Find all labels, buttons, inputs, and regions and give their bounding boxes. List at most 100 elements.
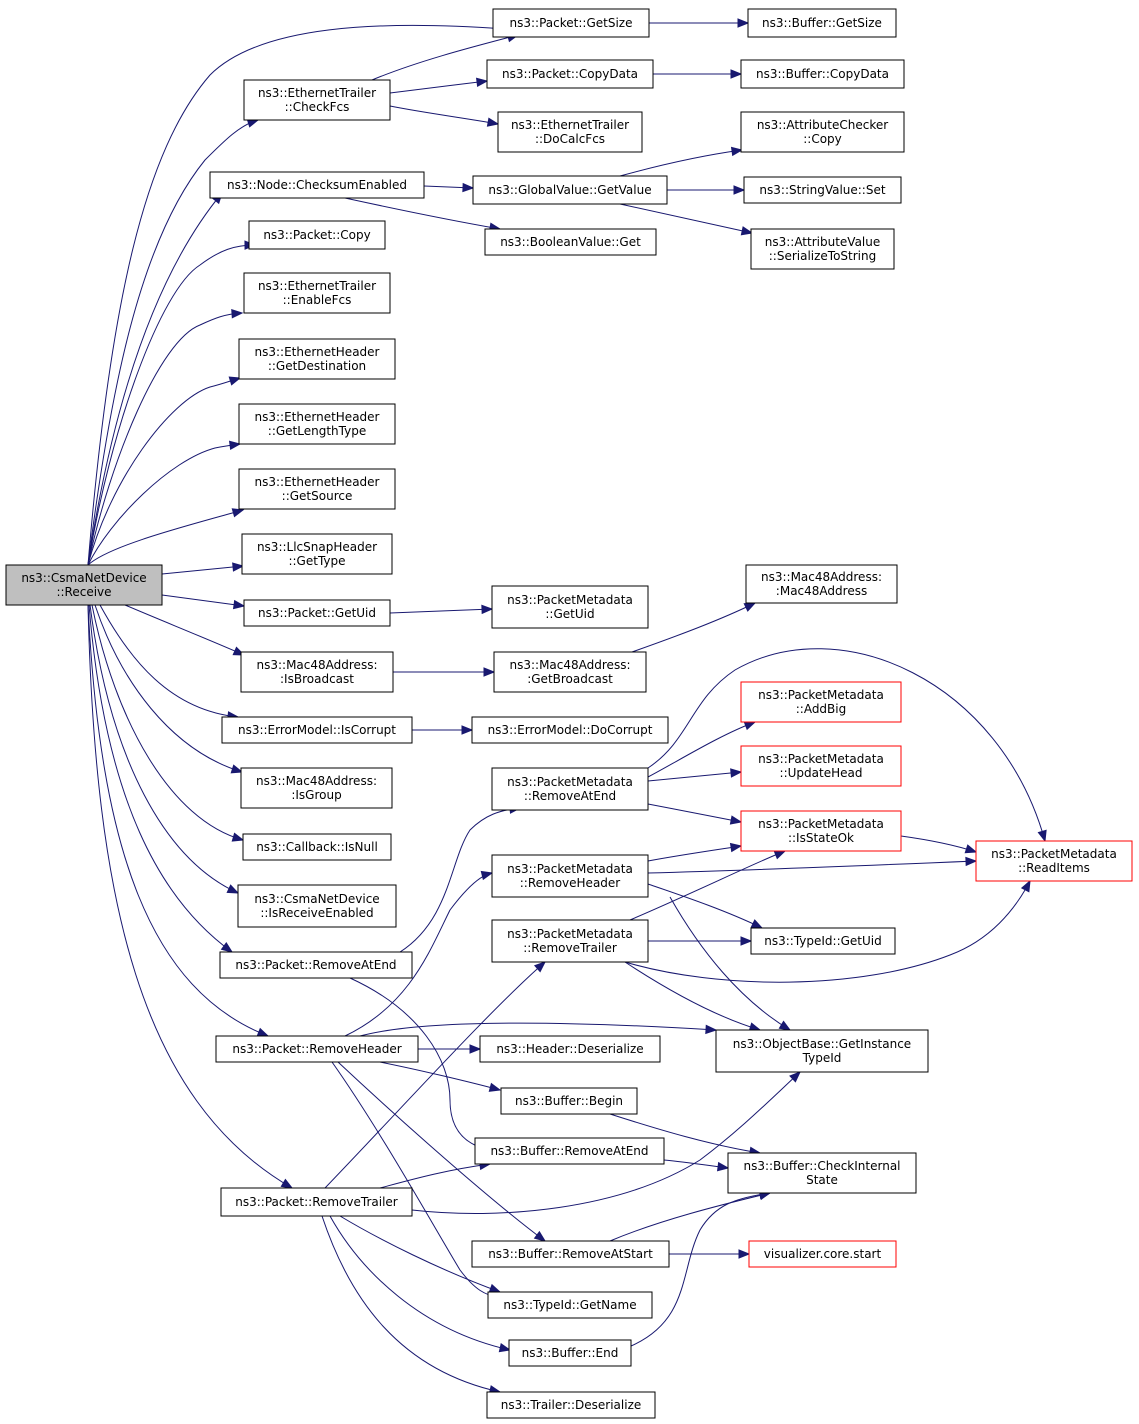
node-buf_begin[interactable]: ns3::Buffer::Begin	[500, 1087, 638, 1115]
node-pkt_getsize[interactable]: ns3::Packet::GetSize	[492, 8, 650, 38]
edge-pkt_getsize-to-buf_getsize	[649, 18, 750, 28]
node-buf_getsize[interactable]: ns3::Buffer::GetSize	[747, 8, 897, 38]
node-pm_isstateok[interactable]: ns3::PacketMetadata::IsStateOk	[740, 810, 902, 852]
node-pkt_copy[interactable]: ns3::Packet::Copy	[248, 220, 386, 250]
node-label-line: ns3::Packet::GetSize	[510, 16, 633, 30]
node-attrvalue_ser[interactable]: ns3::AttributeValue::SerializeToString	[750, 228, 895, 270]
node-box	[219, 951, 413, 979]
edge-line	[379, 1163, 491, 1189]
node-label-line: ns3::CsmaNetDevice	[254, 892, 379, 906]
node-label-line: ns3::Buffer::End	[522, 1346, 619, 1360]
node-ethh_getsrc[interactable]: ns3::EthernetHeader::GetSource	[238, 468, 396, 510]
node-box	[497, 111, 643, 153]
node-buf_end[interactable]: ns3::Buffer::End	[508, 1339, 632, 1367]
node-label-line: ns3::Mac48Address:	[257, 658, 378, 672]
edge-pkt_removetrailer-to-buf_end	[329, 1215, 512, 1353]
edge-line	[161, 594, 245, 607]
edge-root-to-llc_gettype	[161, 562, 245, 575]
node-viz_start[interactable]: visualizer.core.start	[748, 1240, 897, 1268]
node-pkt_removeatend[interactable]: ns3::Packet::RemoveAtEnd	[219, 951, 413, 979]
node-buf_removeatend[interactable]: ns3::Buffer::RemoveAtEnd	[474, 1137, 665, 1165]
edge-line	[609, 1192, 771, 1242]
edge-line	[647, 860, 977, 874]
node-llc_gettype[interactable]: ns3::LlcSnapHeader::GetType	[241, 533, 393, 575]
edge-line	[331, 1061, 501, 1299]
edge-pm_removeatend-to-pm_isstateok-arrowhead	[729, 815, 743, 825]
node-box	[492, 8, 650, 38]
node-mac48_isbcast[interactable]: ns3::Mac48Address::IsBroadcast	[240, 651, 394, 693]
node-pkt_getuid[interactable]: ns3::Packet::GetUid	[243, 599, 391, 627]
edge-pkt_removetrailer-to-buf_removeatend	[379, 1160, 492, 1189]
node-label-line: ns3::Mac48Address:	[510, 658, 631, 672]
node-pm_updatehead[interactable]: ns3::PacketMetadata::UpdateHead	[740, 745, 902, 787]
node-gv_getvalue[interactable]: ns3::GlobalValue::GetValue	[472, 175, 668, 205]
node-pm_removetrailer[interactable]: ns3::PacketMetadata::RemoveTrailer	[491, 919, 649, 963]
edge-line	[161, 565, 244, 575]
node-bool_get[interactable]: ns3::BooleanValue::Get	[484, 228, 657, 256]
node-label-line: ::GetDestination	[268, 359, 366, 373]
node-pm_removeatend[interactable]: ns3::PacketMetadata::RemoveAtEnd	[491, 767, 649, 811]
edge-line	[629, 850, 786, 921]
node-eth_checkfcs[interactable]: ns3::EthernetTrailer::CheckFcs	[243, 79, 391, 121]
node-mac48_getbcast[interactable]: ns3::Mac48Address::GetBroadcast	[493, 651, 647, 693]
node-box	[479, 1035, 661, 1063]
node-buf_removeatstart[interactable]: ns3::Buffer::RemoveAtStart	[471, 1240, 670, 1268]
node-pkt_removetrailer[interactable]: ns3::Packet::RemoveTrailer	[220, 1187, 413, 1217]
node-box	[740, 681, 902, 723]
node-box	[484, 228, 657, 256]
node-pm_readitems[interactable]: ns3::PacketMetadata::ReadItems	[975, 840, 1133, 882]
edge-line	[389, 80, 488, 94]
node-root[interactable]: ns3::CsmaNetDevice::Receive	[5, 564, 163, 606]
node-box	[238, 403, 396, 445]
node-em_docorrupt[interactable]: ns3::ErrorModel::DoCorrupt	[471, 716, 669, 744]
node-em_iscorrupt[interactable]: ns3::ErrorModel::IsCorrupt	[221, 716, 413, 744]
edge-eth_checkfcs-to-eth_docalcfcs-arrowhead	[486, 117, 500, 127]
edge-line	[669, 896, 791, 1031]
edge-pm_isstateok-to-pm_readitems-arrowhead	[964, 844, 978, 854]
edge-line	[87, 377, 241, 566]
edge-pm_removetrailer-to-pm_readitems-arrowhead	[1020, 879, 1031, 893]
node-pm_removeheader[interactable]: ns3::PacketMetadata::RemoveHeader	[491, 854, 649, 898]
node-node_checksum[interactable]: ns3::Node::ChecksumEnabled	[209, 171, 425, 199]
edge-pkt_removeheader-to-buf_removeatstart-arrowhead	[533, 1230, 547, 1242]
node-label-line: ::Copy	[803, 132, 842, 146]
edge-line	[379, 1061, 501, 1091]
node-attrchecker_copy[interactable]: ns3::AttributeChecker::Copy	[740, 111, 905, 153]
node-cb_isnull[interactable]: ns3::Callback::IsNull	[242, 833, 392, 861]
edge-pkt_removetrailer-to-ob_getinstance-arrowhead	[789, 1071, 801, 1083]
node-eth_docalcfcs[interactable]: ns3::EthernetTrailer::DoCalcFcs	[497, 111, 643, 153]
edge-line	[88, 604, 233, 953]
edge-root-to-mac48_isgroup	[94, 604, 244, 774]
node-label-line: ns3::Buffer::RemoveAtStart	[488, 1247, 653, 1261]
node-box	[743, 176, 902, 204]
edge-line	[344, 872, 493, 1037]
node-pm_getuid[interactable]: ns3::PacketMetadata::GetUid	[491, 585, 649, 629]
node-mac48_ctor[interactable]: ns3::Mac48Address::Mac48Address	[745, 564, 898, 604]
node-mac48_isgroup[interactable]: ns3::Mac48Address::IsGroup	[240, 767, 393, 809]
node-label-line: ns3::GlobalValue::GetValue	[488, 183, 651, 197]
node-label-line: ns3::BooleanValue::Get	[500, 235, 641, 249]
node-pkt_removeheader[interactable]: ns3::Packet::RemoveHeader	[215, 1035, 419, 1063]
edge-root-to-ethh_getlen-arrowhead	[228, 440, 242, 451]
node-buf_copydata[interactable]: ns3::Buffer::CopyData	[740, 59, 905, 89]
node-box	[715, 1029, 929, 1073]
node-ethh_getdest[interactable]: ns3::EthernetHeader::GetDestination	[238, 338, 396, 380]
node-hdr_deser[interactable]: ns3::Header::Deserialize	[479, 1035, 661, 1063]
node-csma_isrecv[interactable]: ns3::CsmaNetDevice::IsReceiveEnabled	[237, 884, 397, 928]
node-eth_enablefcs[interactable]: ns3::EthernetTrailer::EnableFcs	[243, 272, 391, 314]
edge-line	[630, 1192, 771, 1347]
node-label-line: :IsBroadcast	[280, 672, 354, 686]
node-ethh_getlen[interactable]: ns3::EthernetHeader::GetLengthType	[238, 403, 396, 445]
node-pm_addbig[interactable]: ns3::PacketMetadata::AddBig	[740, 681, 902, 723]
node-pkt_copydata[interactable]: ns3::Packet::CopyData	[486, 59, 654, 89]
node-typeid_getname[interactable]: ns3::TypeId::GetName	[487, 1291, 653, 1319]
edge-pkt_removeatend-to-buf_removeatend	[349, 977, 492, 1153]
node-label-line: ns3::Packet::GetUid	[258, 606, 376, 620]
edge-em_iscorrupt-to-em_docorrupt-arrowhead	[461, 725, 474, 735]
node-stringvalue_set[interactable]: ns3::StringValue::Set	[743, 176, 902, 204]
edge-line	[87, 119, 259, 566]
node-typeid_getuid[interactable]: ns3::TypeId::GetUid	[750, 927, 896, 955]
node-trl_deser[interactable]: ns3::Trailer::Deserialize	[486, 1391, 656, 1419]
